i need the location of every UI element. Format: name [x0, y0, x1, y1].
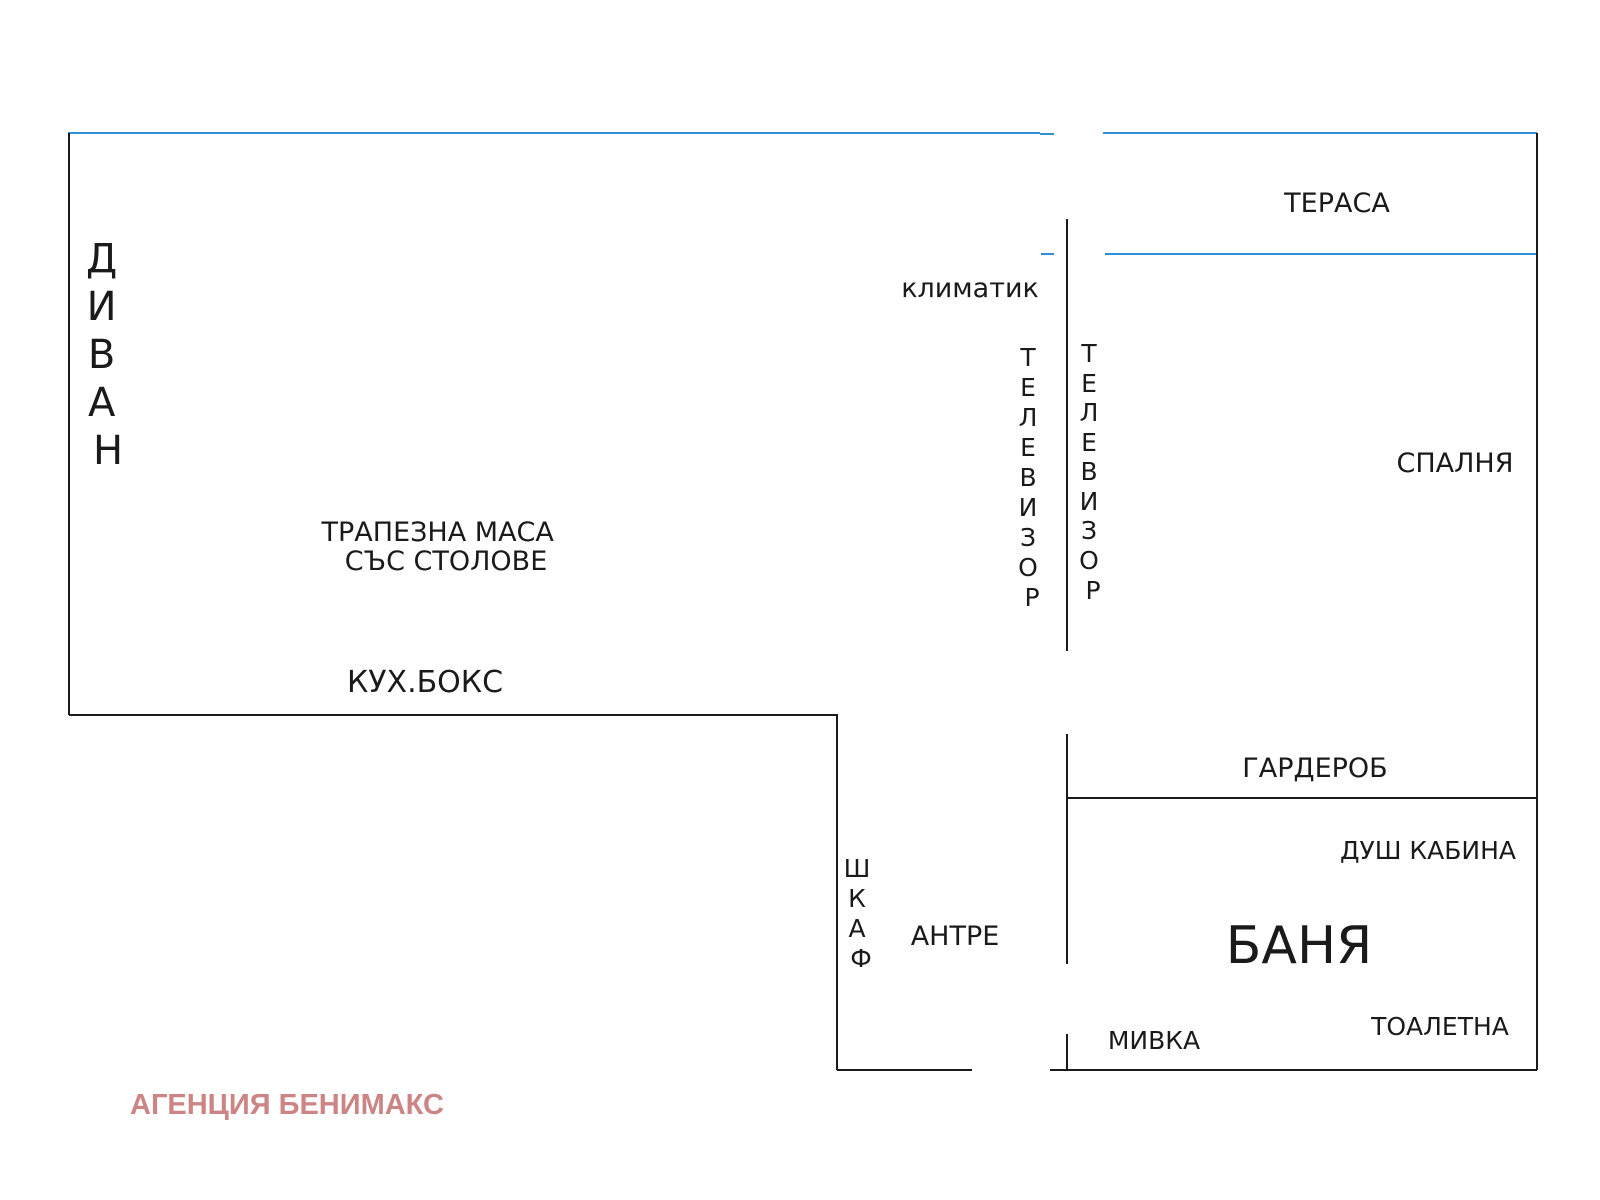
tv-left-letter: И [1019, 493, 1038, 522]
sofa-letter: И [87, 284, 117, 330]
cupboard-label: Ш К А Ф [844, 854, 879, 973]
toilet-label: ТОАЛЕТНА [1370, 1012, 1509, 1041]
sink-label: МИВКА [1108, 1026, 1200, 1055]
sofa-label: Д И В А Н [86, 236, 130, 474]
walls [68, 133, 1538, 1071]
tv-left-letter: Т [1019, 343, 1036, 372]
windows [68, 132, 1537, 255]
wardrobe-label: ГАРДЕРОБ [1242, 753, 1387, 784]
tv-left-letter: Е [1020, 373, 1036, 402]
bedroom-label: СПАЛНЯ [1397, 448, 1514, 479]
tv-left-letter: В [1019, 463, 1036, 492]
tv-left-letter: Р [1024, 583, 1039, 612]
sofa-letter: Н [93, 428, 123, 474]
tv-right-label: Т Е Л Е В И З О Р [1079, 339, 1107, 605]
entrance-label: АНТРЕ [911, 921, 1000, 952]
tv-right-letter: Л [1080, 398, 1099, 427]
tv-right-letter: Р [1085, 576, 1100, 605]
air-conditioner-label: климатик [901, 273, 1039, 304]
agency-watermark: АГЕНЦИЯ БЕНИМАКС [130, 1089, 444, 1121]
sofa-letter: Д [86, 236, 117, 282]
bathroom-label: БАНЯ [1226, 916, 1372, 976]
tv-left-label: Т Е Л Е В И З О Р [1018, 343, 1046, 612]
cupboard-letter: Ф [850, 944, 872, 973]
tv-left-letter: О [1018, 553, 1038, 582]
tv-right-letter: Е [1081, 428, 1097, 457]
cupboard-letter: А [848, 914, 865, 943]
tv-right-letter: Т [1080, 339, 1097, 368]
cupboard-letter: Ш [844, 854, 871, 883]
tv-right-letter: З [1081, 516, 1097, 545]
sofa-letter: В [88, 332, 115, 378]
cupboard-letter: К [848, 884, 866, 913]
kitchen-box-label: КУХ.БОКС [347, 665, 503, 700]
tv-left-letter: З [1020, 523, 1036, 552]
tv-right-letter: И [1080, 487, 1099, 516]
dining-table-label: ТРАПЕЗНА МАСА СЪС СТОЛОВЕ [321, 517, 563, 577]
dining-table-line: ТРАПЕЗНА МАСА [321, 517, 555, 548]
dining-table-line: СЪС СТОЛОВЕ [345, 546, 548, 577]
sofa-letter: А [88, 380, 116, 426]
tv-right-letter: Е [1081, 369, 1097, 398]
shower-cabin-label: ДУШ КАБИНА [1340, 836, 1516, 865]
tv-right-letter: О [1079, 546, 1099, 575]
tv-left-letter: Е [1020, 433, 1036, 462]
tv-right-letter: В [1080, 457, 1097, 486]
terrace-label: ТЕРАСА [1283, 188, 1390, 219]
tv-left-letter: Л [1019, 403, 1038, 432]
